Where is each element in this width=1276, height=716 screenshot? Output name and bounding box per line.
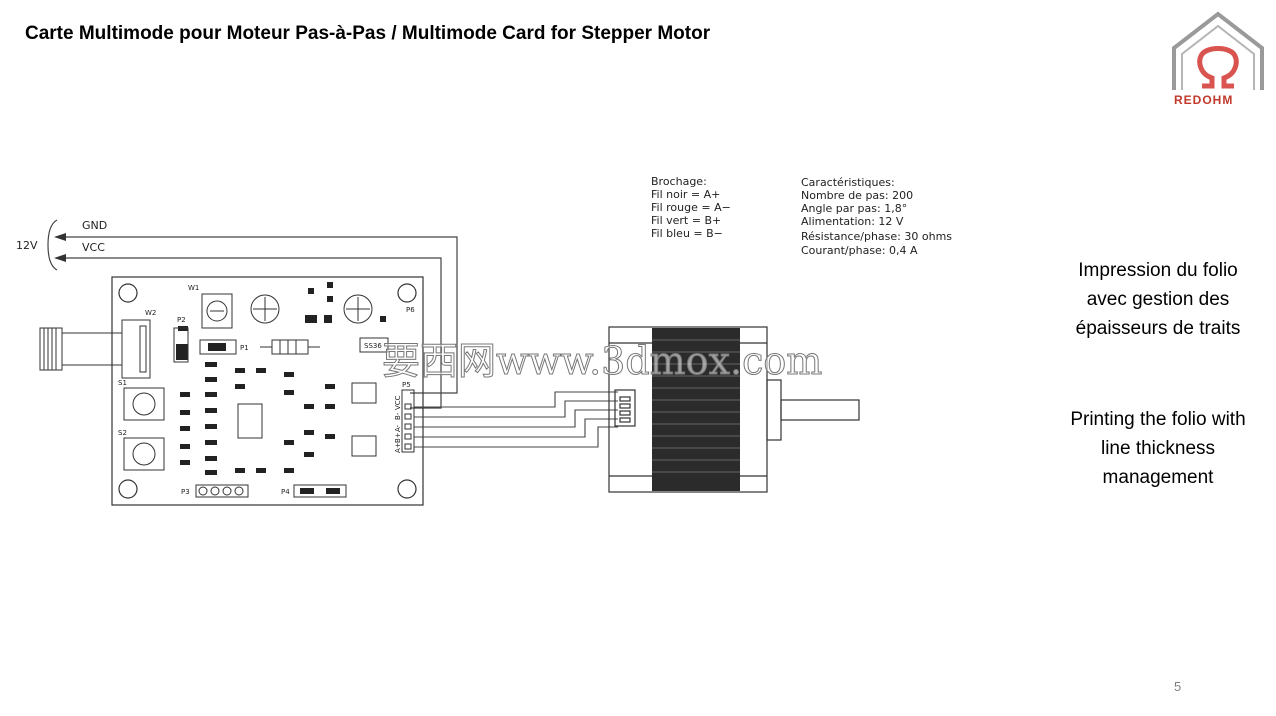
connector-p5 xyxy=(401,389,415,453)
gnd-arrow-icon xyxy=(54,233,66,241)
p4-label: P4 xyxy=(281,488,290,496)
specs-line: Alimentation: 12 V xyxy=(801,215,904,228)
header-p3 xyxy=(195,484,249,498)
s1-label: S1 xyxy=(118,379,127,387)
specs-heading: Caractéristiques: xyxy=(801,176,895,189)
note-line: management xyxy=(1102,467,1214,488)
pinout-line: Fil noir = A+ xyxy=(651,188,720,201)
p5-pin-vcc: VCC xyxy=(394,395,402,410)
redohm-logo-icon xyxy=(1172,11,1264,90)
driver-ic xyxy=(237,382,377,457)
note-line: Impression du folio xyxy=(1078,260,1238,281)
p6-label: P6 xyxy=(406,306,415,314)
pcb-board xyxy=(111,276,424,506)
p2-label: P2 xyxy=(177,316,186,324)
s2-label: S2 xyxy=(118,429,127,437)
note-line: épaisseurs de traits xyxy=(1075,318,1241,339)
motor-body-fins xyxy=(652,328,740,491)
potentiometer-w2 xyxy=(39,319,151,379)
specs-line: Résistance/phase: 30 ohms xyxy=(801,230,952,243)
chip-label: SS36 xyxy=(364,342,382,350)
specs-line: Nombre de pas: 200 xyxy=(801,189,913,202)
p5-pin-a-plus: A+ xyxy=(394,442,402,453)
smd-components xyxy=(176,282,386,475)
resistor xyxy=(260,339,320,355)
p5-pin-a-minus: A- xyxy=(394,424,402,432)
note-line: Printing the folio with xyxy=(1070,409,1246,430)
p5-pin-b-plus: B+ xyxy=(394,432,402,443)
pinout-line: Fil rouge = A− xyxy=(651,201,731,214)
slide-title: Carte Multimode pour Moteur Pas-à-Pas / … xyxy=(25,23,711,44)
header-p1 xyxy=(199,339,237,355)
logo-text: REDOHM xyxy=(1174,93,1234,107)
trimmer-w1 xyxy=(201,293,233,329)
specs-line: Courant/phase: 0,4 A xyxy=(801,244,918,257)
note-french: Impression du folio avec gestion des épa… xyxy=(1040,256,1276,343)
note-english: Printing the folio with line thickness m… xyxy=(1040,405,1276,492)
header-p4 xyxy=(293,484,347,498)
p1-label: P1 xyxy=(240,344,249,352)
watermark-text: 要西网www.3dmox.com xyxy=(382,339,822,383)
specs-line: Angle par pas: 1,8° xyxy=(801,202,907,215)
w1-label: W1 xyxy=(188,284,199,292)
push-buttons xyxy=(123,387,165,471)
voltage-label: 12V xyxy=(16,239,38,252)
p5-label: P5 xyxy=(402,381,411,389)
supply-wires xyxy=(47,219,458,409)
note-line: avec gestion des xyxy=(1086,289,1230,310)
motor-wires xyxy=(414,391,618,448)
pinout-heading: Brochage: xyxy=(651,175,707,188)
p3-label: P3 xyxy=(181,488,190,496)
page-number: 5 xyxy=(1174,679,1182,694)
vcc-arrow-icon xyxy=(54,254,66,262)
capacitors xyxy=(250,294,373,324)
vcc-label: VCC xyxy=(82,241,105,254)
pinout-line: Fil vert = B+ xyxy=(651,214,721,227)
note-line: line thickness xyxy=(1100,438,1216,459)
p5-pin-b-minus: B- xyxy=(394,412,402,420)
pinout-line: Fil bleu = B− xyxy=(651,227,723,240)
w2-label: W2 xyxy=(145,309,156,317)
gnd-label: GND xyxy=(82,219,107,232)
